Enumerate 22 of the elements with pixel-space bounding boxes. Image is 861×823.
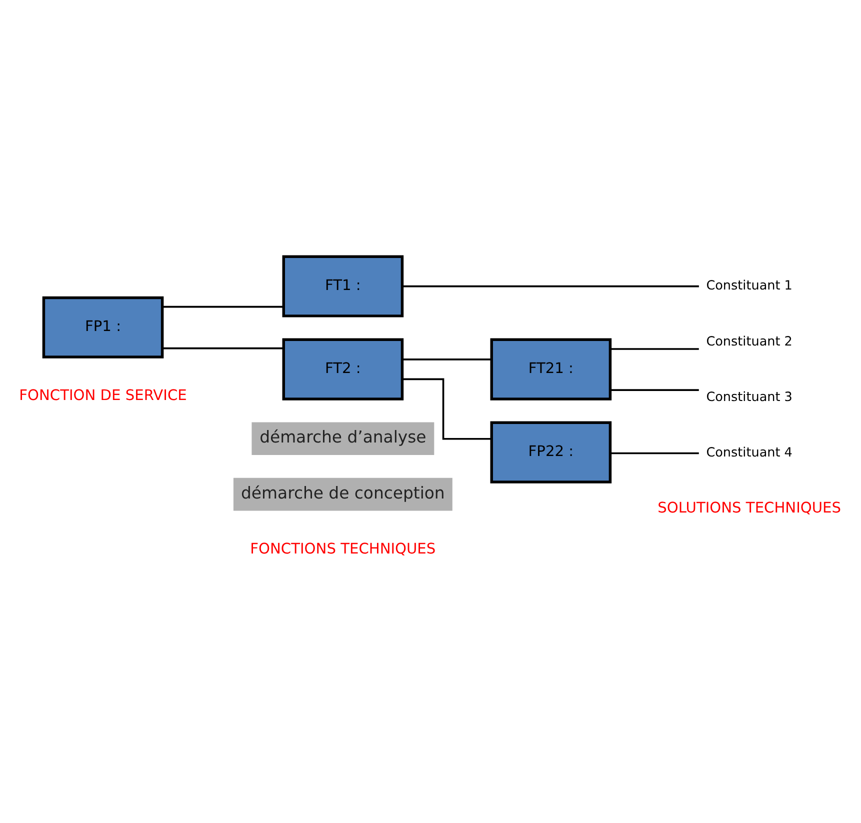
connector (610, 452, 699, 454)
node-box: FT2 : (282, 338, 404, 400)
node-box: FP22 : (490, 421, 612, 484)
connector (402, 378, 492, 440)
connector (162, 347, 284, 350)
node-text: Constituant 4 (706, 446, 792, 461)
node-box: FP1 : (42, 296, 164, 358)
node-box: FT1 : (282, 255, 404, 318)
connector (610, 348, 699, 350)
label: SOLUTIONS TECHNIQUES (658, 499, 841, 516)
label: FONCTION DE SERVICE (19, 387, 187, 404)
connector (610, 389, 699, 391)
connector (402, 358, 492, 360)
node-box: FT21 : (490, 338, 612, 400)
connector (402, 285, 699, 288)
node-text: Constituant 2 (706, 334, 792, 350)
node-text: Constituant 1 (706, 278, 792, 294)
label: démarche d’analyse (260, 428, 426, 447)
connector (162, 306, 284, 308)
node-text: Constituant 3 (706, 390, 792, 405)
label: FONCTIONS TECHNIQUES (250, 540, 436, 558)
label: démarche de conception (241, 483, 445, 502)
